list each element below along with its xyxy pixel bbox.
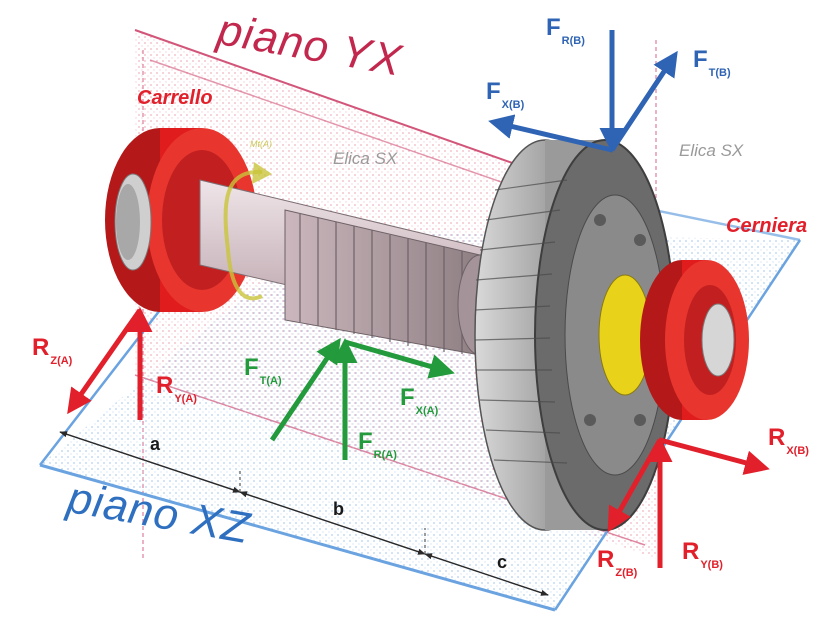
force-arrow-ft-a: [269, 337, 341, 442]
helix-label-pinion: Elica SX: [333, 149, 398, 168]
torque-arrow: [223, 169, 263, 301]
dimension-c-label: c: [497, 552, 508, 572]
dimension-a-label: a: [150, 434, 161, 454]
support-label-cerniera: Cerniera: [726, 215, 808, 237]
right-bearing: [640, 260, 749, 420]
dimension-lines: [59, 431, 549, 596]
torque-label: Mt(A): [250, 139, 272, 149]
plane-xz-edge: [553, 239, 802, 611]
label-rx-b: RX(B): [768, 424, 809, 457]
helix-label-gear: Elica SX: [679, 141, 744, 160]
label-fx-b: FX(B): [486, 78, 525, 111]
label-ry-b: RY(B): [682, 538, 723, 571]
label-ft-a: FT(A): [244, 354, 282, 387]
label-ry-a: RY(A): [156, 372, 197, 405]
label-fr-a: FR(A): [358, 428, 397, 461]
label-fx-a: FX(A): [400, 384, 439, 417]
label-rz-b: RZ(B): [597, 546, 638, 579]
label-fr-b: FR(B): [546, 14, 585, 47]
large-gear: [474, 139, 676, 531]
force-arrow-ft-b: [609, 50, 678, 152]
label-rz-a: RZ(A): [32, 334, 73, 367]
support-label-carrello: Carrello: [137, 87, 213, 109]
dimension-b-label: b: [333, 499, 344, 519]
reaction-arrow-rx-b: [659, 437, 770, 475]
label-ft-b: FT(B): [693, 46, 731, 79]
force-arrow-fx-b: [488, 114, 613, 153]
torque-arrow-head: [252, 162, 272, 184]
force-arrow-fx-a: [344, 339, 455, 379]
